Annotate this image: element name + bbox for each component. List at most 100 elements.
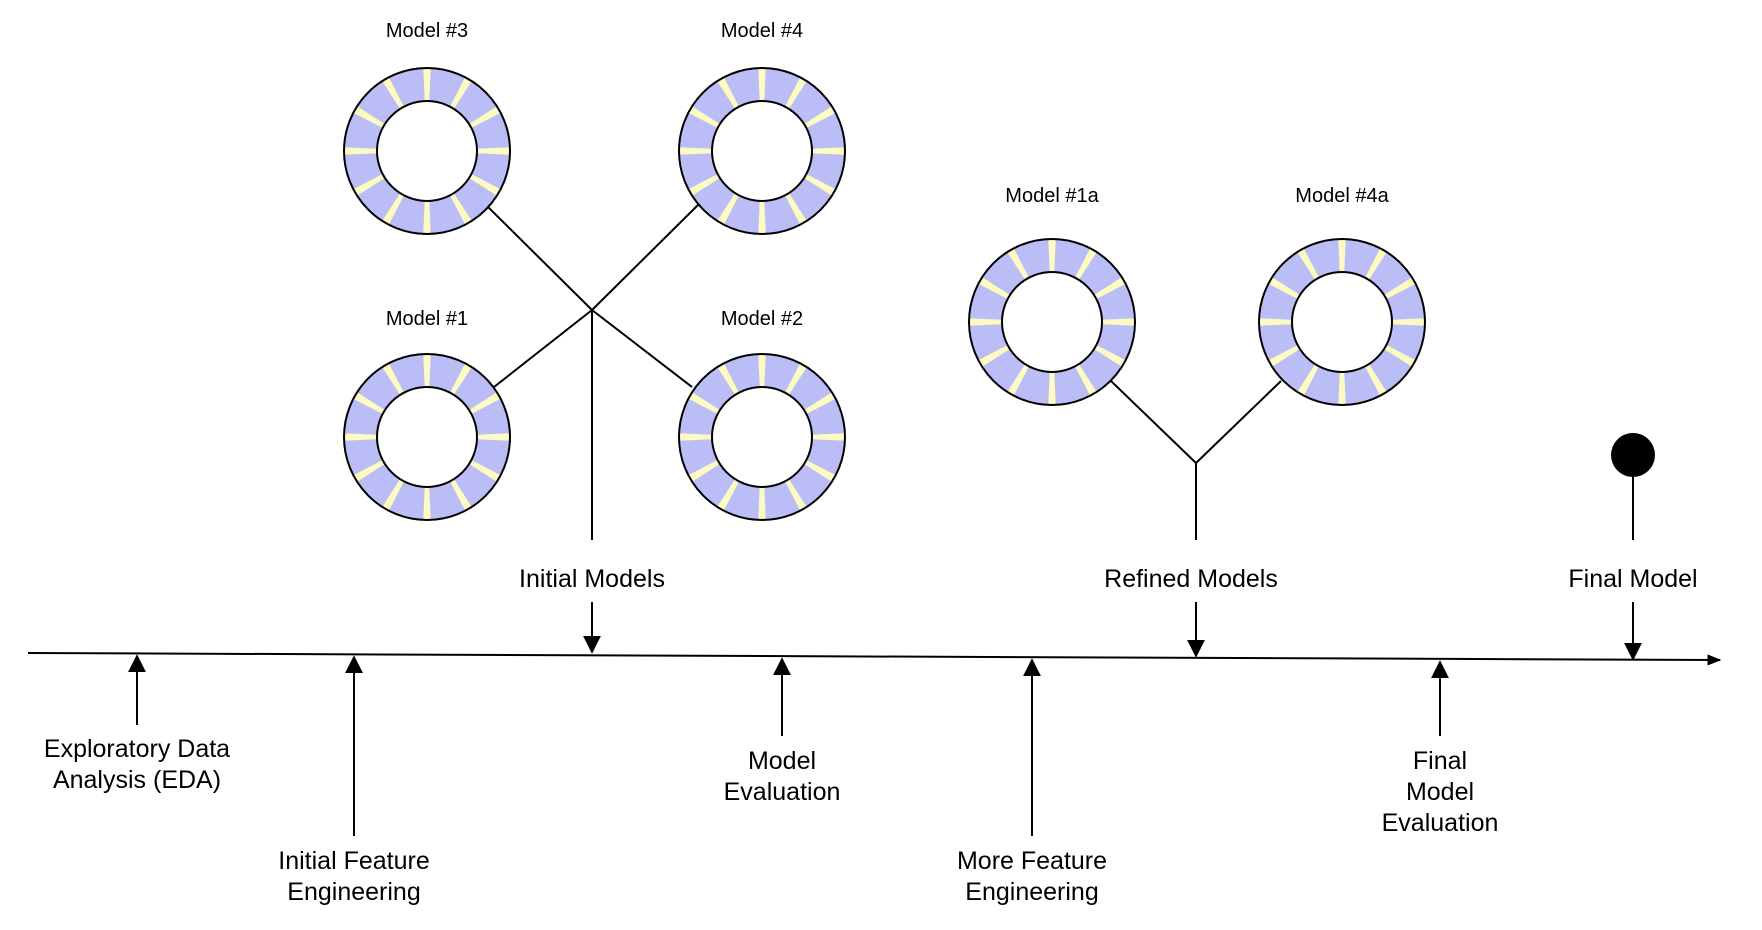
ring-stripe (450, 77, 472, 109)
ring-stripe (688, 174, 720, 196)
ring-stripe (1268, 345, 1300, 367)
final-model-dot (1611, 433, 1655, 477)
ring-inner-hole (376, 100, 478, 202)
ring-stripe (344, 433, 378, 441)
ring-stripe (688, 392, 720, 414)
ring-stripe (450, 479, 472, 511)
up-arrows (128, 654, 1449, 836)
ring-inner-hole (1001, 271, 1103, 373)
ring-inner-hole (1291, 271, 1393, 373)
model-1a-label: Model #1a (1005, 185, 1099, 207)
final-eval-label-line-1: Final (1413, 747, 1467, 775)
final-eval-label-line-2: Model (1406, 778, 1474, 806)
ring-stripe (978, 277, 1010, 299)
ring-stripe (1075, 364, 1097, 396)
ring-stripe (679, 433, 713, 441)
connector-model-4a (1195, 380, 1282, 464)
model-2-ring (678, 353, 846, 521)
ring-stripe (382, 363, 404, 395)
connector-model-1 (493, 309, 593, 388)
ring-stripe (785, 193, 807, 225)
initial-models-connectors (483, 202, 701, 540)
ring-stripe (1268, 277, 1300, 299)
ring-stripe (1391, 318, 1425, 326)
ring-stripe (758, 354, 766, 388)
connector-model-2 (591, 309, 693, 388)
ring-stripe (1338, 239, 1346, 273)
model-4a-label: Model #4a (1295, 185, 1389, 207)
ring-stripe (688, 106, 720, 128)
ring-stripe (978, 345, 1010, 367)
ring-stripe (804, 174, 836, 196)
ring-stripe (1007, 248, 1029, 280)
ring-stripe (476, 433, 510, 441)
model-4-ring (678, 67, 846, 235)
ring-stripe (423, 354, 431, 388)
ring-stripe (1007, 364, 1029, 396)
ring-stripe (423, 200, 431, 234)
model-1-label: Model #1 (386, 308, 468, 330)
ring-stripe (1259, 318, 1293, 326)
model-1a-ring (968, 238, 1136, 406)
eda-label-line-2: Analysis (EDA) (53, 766, 221, 794)
ring-stripe (688, 460, 720, 482)
ring-stripe (1075, 248, 1097, 280)
model-rings (343, 67, 1426, 521)
ring-stripe (469, 106, 501, 128)
ring-stripe (1297, 248, 1319, 280)
ring-stripe (382, 77, 404, 109)
ring-outer-border (1258, 238, 1426, 406)
ring-inner-hole (711, 100, 813, 202)
final-eval-label-line-3: Evaluation (1382, 809, 1499, 837)
ring-stripe (1094, 277, 1126, 299)
ring-stripe (1384, 345, 1416, 367)
down-arrows (583, 602, 1642, 661)
ring-stripe (469, 460, 501, 482)
model-eval-label-line-2: Evaluation (724, 778, 841, 806)
ring-stripe (1365, 248, 1387, 280)
model-3-ring (343, 67, 511, 235)
connector-model-1a (1110, 380, 1197, 464)
ring-outer-border (968, 238, 1136, 406)
timeline-axis (27, 652, 1722, 666)
ring-stripe (450, 363, 472, 395)
ring-stripe (353, 460, 385, 482)
refined-models-connectors (1110, 380, 1282, 540)
ring-stripe (1297, 364, 1319, 396)
ring-stripe (469, 392, 501, 414)
ring-stripe (969, 318, 1003, 326)
ring-stripe (1365, 364, 1387, 396)
ring-stripe (353, 174, 385, 196)
ring-stripe (679, 147, 713, 155)
ring-stripe (758, 200, 766, 234)
ring-stripe (1048, 239, 1056, 273)
ring-stripe (804, 392, 836, 414)
ring-stripe (382, 193, 404, 225)
ring-stripe (717, 77, 739, 109)
ring-stripe (811, 433, 845, 441)
ring-stripe (1384, 277, 1416, 299)
ring-inner-hole (376, 386, 478, 488)
ring-stripe (353, 106, 385, 128)
model-4a-ring (1258, 238, 1426, 406)
ring-stripe (423, 68, 431, 102)
initial-models-label: Initial Models (519, 565, 665, 593)
ring-stripe (1094, 345, 1126, 367)
ring-stripe (1048, 371, 1056, 405)
ring-stripe (717, 193, 739, 225)
more-fe-label-line-2: Engineering (965, 878, 1098, 906)
ring-stripe (785, 77, 807, 109)
ring-stripe (1338, 371, 1346, 405)
refined-models-label: Refined Models (1104, 565, 1278, 593)
initial-fe-label-line-2: Engineering (287, 878, 420, 906)
ring-stripe (1101, 318, 1135, 326)
ring-stripe (476, 147, 510, 155)
model-eval-label-line-1: Model (748, 747, 816, 775)
model-3-label: Model #3 (386, 20, 468, 42)
model-4-label: Model #4 (721, 20, 803, 42)
ring-stripe (344, 147, 378, 155)
ring-inner-hole (711, 386, 813, 488)
ring-stripe (785, 363, 807, 395)
ring-stripe (804, 460, 836, 482)
